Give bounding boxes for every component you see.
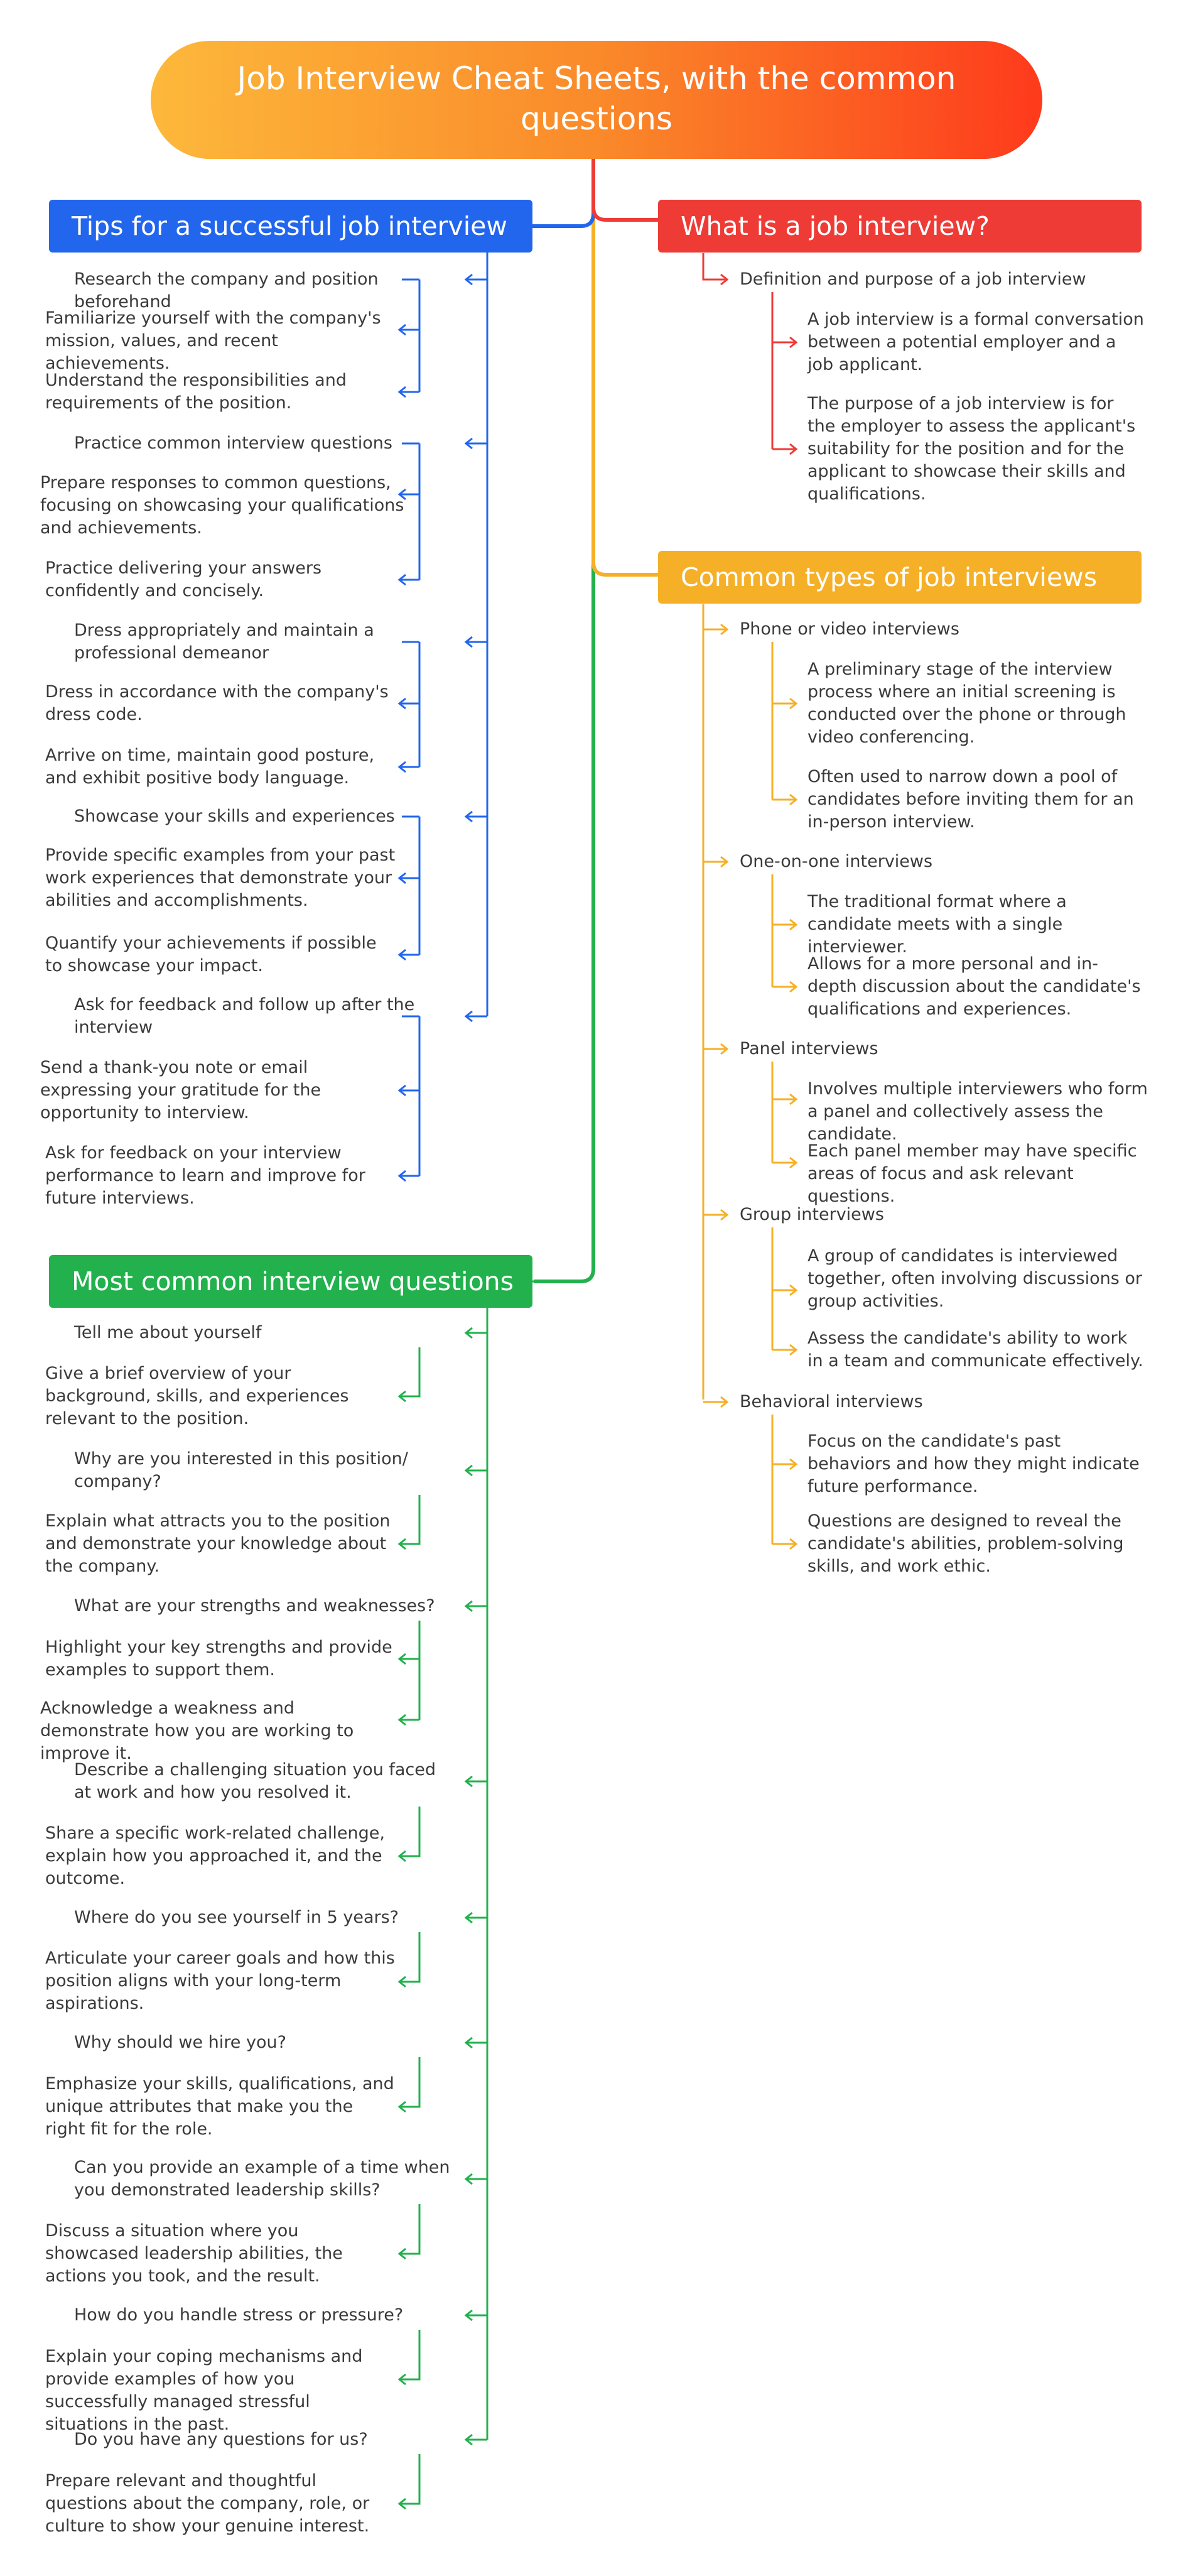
question-topic[interactable]: Tell me about yourself — [74, 1323, 262, 1342]
branch-types[interactable]: Common types of job interviews — [658, 551, 1142, 604]
tips-subtopic[interactable]: Familiarize yourself with the company's … — [45, 308, 381, 373]
question-topic[interactable]: Can you provide an example of a time whe… — [74, 2158, 450, 2200]
tips-topic[interactable]: Research the company and position before… — [74, 269, 379, 312]
types-topic[interactable]: Group interviews — [740, 1205, 884, 1224]
question-answer[interactable]: Share a specific work-related challenge,… — [45, 1823, 385, 1888]
tips-topic[interactable]: Ask for feedback and follow up after the… — [74, 995, 415, 1037]
what-topic[interactable]: Definition and purpose of a job intervie… — [740, 269, 1086, 289]
question-topic[interactable]: What are your strengths and weaknesses? — [74, 1596, 435, 1616]
types-subtopic[interactable]: Involves multiple interviewers who form … — [807, 1079, 1148, 1144]
question-answer[interactable]: Prepare relevant and thoughtful question… — [45, 2471, 370, 2536]
question-answer[interactable]: Explain what attracts you to the positio… — [45, 1511, 391, 1576]
types-subtopic[interactable]: Allows for a more personal and in-depth … — [807, 954, 1141, 1019]
types-subtopic[interactable]: Questions are designed to reveal the can… — [807, 1511, 1124, 1576]
tips-subtopic[interactable]: Arrive on time, maintain good posture, a… — [45, 746, 375, 788]
question-topic[interactable]: Why are you interested in this position/… — [74, 1449, 408, 1491]
types-subtopic[interactable]: A preliminary stage of the interview pro… — [807, 660, 1126, 747]
types-subtopic[interactable]: Focus on the candidate's past behaviors … — [807, 1432, 1140, 1496]
tips-subtopic[interactable]: Send a thank-you note or email expressin… — [40, 1058, 321, 1122]
question-topic[interactable]: Why should we hire you? — [74, 2033, 286, 2052]
branch-questions[interactable]: Most common interview questions — [49, 1255, 532, 1308]
what-subtopic[interactable]: The purpose of a job interview is for th… — [807, 394, 1136, 504]
types-subtopic[interactable]: Often used to narrow down a pool of cand… — [807, 767, 1134, 832]
question-answer[interactable]: Explain your coping mechanisms and provi… — [45, 2347, 363, 2434]
question-topic[interactable]: Where do you see yourself in 5 years? — [74, 1908, 399, 1927]
question-answer[interactable]: Emphasize your skills, qualifications, a… — [45, 2074, 394, 2139]
root-connector — [532, 159, 595, 228]
types-topic[interactable]: Behavioral interviews — [740, 1392, 923, 1411]
types-subtopic[interactable]: The traditional format where a candidate… — [807, 892, 1067, 957]
types-topic[interactable]: Panel interviews — [740, 1039, 878, 1058]
tips-subtopic[interactable]: Ask for feedback on your interview perfo… — [45, 1143, 365, 1208]
types-connectors — [702, 604, 798, 1550]
question-answer[interactable]: Highlight your key strengths and provide… — [45, 1638, 392, 1680]
question-answer[interactable]: Acknowledge a weakness and demonstrate h… — [40, 1698, 354, 1763]
tips-subtopic[interactable]: Quantify your achievements if possible t… — [45, 933, 377, 976]
root-connector — [591, 159, 658, 222]
tips-topic[interactable]: Practice common interview questions — [74, 433, 392, 453]
types-subtopic[interactable]: A group of candidates is interviewed tog… — [807, 1246, 1142, 1311]
types-topic[interactable]: Phone or video interviews — [740, 619, 959, 639]
question-topic[interactable]: Describe a challenging situation you fac… — [74, 1760, 436, 1802]
what-subtopic[interactable]: A job interview is a formal conversation… — [807, 310, 1144, 374]
what-connectors — [702, 253, 798, 455]
tips-subtopic[interactable]: Prepare responses to common questions, f… — [40, 473, 404, 538]
types-subtopic[interactable]: Each panel member may have specific area… — [807, 1141, 1137, 1206]
branch-what[interactable]: What is a job interview? — [658, 200, 1142, 253]
tips-subtopic[interactable]: Provide specific examples from your past… — [45, 845, 396, 910]
question-answer[interactable]: Give a brief overview of your background… — [45, 1364, 349, 1428]
question-answer[interactable]: Discuss a situation where you showcased … — [45, 2221, 343, 2286]
question-topic[interactable]: How do you handle stress or pressure? — [74, 2305, 404, 2325]
question-answer[interactable]: Articulate your career goals and how thi… — [45, 1948, 395, 2013]
root-connector — [534, 159, 595, 1283]
branch-tips[interactable]: Tips for a successful job interview — [49, 200, 532, 253]
root-topic[interactable]: Job Interview Cheat Sheets, with the com… — [151, 41, 1042, 159]
tips-subtopic[interactable]: Practice delivering your answers confide… — [45, 558, 322, 601]
tips-subtopic[interactable]: Dress in accordance with the company's d… — [45, 682, 389, 724]
root-connector — [591, 159, 658, 577]
types-topic[interactable]: One-on-one interviews — [740, 852, 933, 871]
tips-topic[interactable]: Dress appropriately and maintain a profe… — [74, 621, 374, 663]
tips-topic[interactable]: Showcase your skills and experiences — [74, 807, 395, 826]
tips-subtopic[interactable]: Understand the responsibilities and requ… — [45, 371, 347, 413]
types-subtopic[interactable]: Assess the candidate's ability to work i… — [807, 1329, 1143, 1371]
question-topic[interactable]: Do you have any questions for us? — [74, 2430, 368, 2449]
